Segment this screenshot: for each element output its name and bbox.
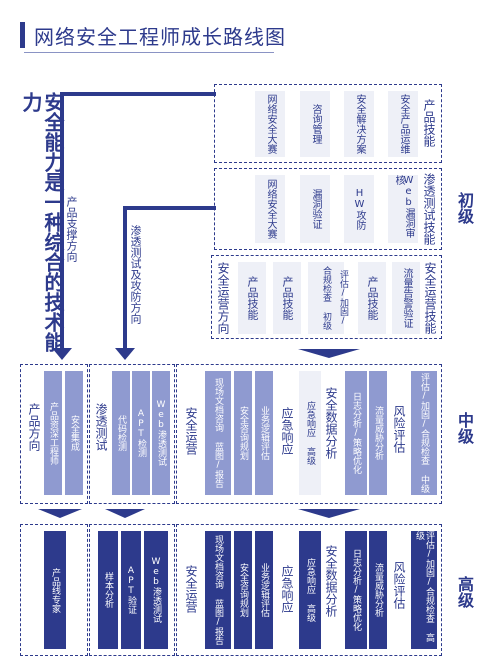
mid-ops-item-2: 业务逻辑评估 xyxy=(255,371,273,495)
mid-pentest-item-1: APT检测 xyxy=(132,371,150,495)
senior-pentest-item-0: 样本分析 xyxy=(98,531,118,649)
senior-pentest-item-1: APT验证 xyxy=(121,531,141,649)
level-senior: 高级 xyxy=(455,576,474,608)
junior-r3-item-1: 产品技能 xyxy=(273,262,301,334)
senior-pentest-section: 样本分析 APT验证 Web渗透测试 xyxy=(89,524,175,656)
junior-r2-item-0: 网络安全大赛 xyxy=(255,175,285,243)
junior-r2-item-3: Web漏洞审核 xyxy=(388,175,418,243)
junior-r1-item-0: 网络安全大赛 xyxy=(255,91,285,157)
arrow-mid-product xyxy=(38,509,82,518)
junior-r1-item-3: 安全产品运维 xyxy=(388,91,418,157)
mid-product-item-0: 产品资深工程师 xyxy=(44,371,62,495)
senior-risk-label: 风险评估 xyxy=(392,561,406,609)
arrow-mid-pentest xyxy=(105,509,145,518)
junior-r3-item-5: 流量告警验证 xyxy=(392,262,420,334)
mid-emergency-label: 应急响应 xyxy=(280,407,294,455)
mid-pentest-section: 渗透测试 代码检测 APT检测 Web渗透测试 xyxy=(89,364,175,504)
arrow-junior-to-mid xyxy=(298,349,360,358)
level-mid: 中级 xyxy=(455,412,474,444)
senior-pentest-item-2: Web渗透测试 xyxy=(144,531,168,649)
senior-ops-item-0: 现场文档咨询 蓝图/报告 xyxy=(205,531,231,649)
mid-emergency-item-0: 应急响应 高级 xyxy=(299,371,321,495)
junior-r1-item-1: 咨询管理 xyxy=(300,91,330,157)
mid-product-item-1: 安全集成 xyxy=(65,371,83,495)
mid-ops-item-1: 安全咨询规划 xyxy=(234,371,252,495)
page-title: 网络安全工程师成长路线图 xyxy=(34,25,286,49)
junior-r1-item-2: 安全解决方案 xyxy=(344,91,374,157)
junior-r3-item-3: 评估/加固/ xyxy=(338,270,348,326)
level-junior: 初级 xyxy=(455,192,474,224)
arrow-head-product xyxy=(52,348,72,360)
arrow-mid-to-senior xyxy=(298,509,360,518)
senior-ops-item-2: 业务逻辑评估 xyxy=(255,531,273,649)
junior-r3-label-left: 安全运营方向 xyxy=(216,262,230,334)
senior-risk-item-0: 评估/加固/合规检查 高级 xyxy=(411,531,437,649)
junior-r3-item-0: 产品技能 xyxy=(238,262,266,334)
junior-r2-item-1: 漏洞验证 xyxy=(300,175,330,243)
mid-data-label: 安全数据分析 xyxy=(324,387,338,459)
mid-ops-section: 安全运营 现场文档咨询 蓝图/报告 安全咨询规划 业务逻辑评估 应急响应 应急响… xyxy=(176,364,442,504)
mid-pentest-item-0: 代码检测 xyxy=(112,371,130,495)
junior-r2-item-2: HW攻防 xyxy=(344,175,374,243)
title-accent-bar xyxy=(20,22,25,48)
senior-data-item-1: 流量威胁分析 xyxy=(369,531,387,649)
junior-r3-item-4: 产品技能 xyxy=(358,262,386,334)
senior-product-section: 产品线专家 xyxy=(20,524,88,656)
junior-r3-label-right: 安全运营技能 xyxy=(423,262,437,334)
mid-data-item-1: 流量威胁分析 xyxy=(369,371,387,495)
senior-emergency-item-0: 应急响应 高级 xyxy=(299,531,321,649)
mid-ops-label: 安全运营 xyxy=(184,407,198,455)
direction-product-label: 产品支撑方向 xyxy=(65,196,78,262)
arrow-head-pentest xyxy=(115,348,135,360)
mid-ops-item-0: 现场文档咨询 蓝图/报告 xyxy=(205,371,231,495)
direction-pentest-label: 渗透测试及攻防方向 xyxy=(129,225,142,324)
senior-ops-section: 安全运营 现场文档咨询 蓝图/报告 安全咨询规划 业务逻辑评估 应急响应 应急响… xyxy=(176,524,442,656)
junior-product-section: 网络安全大赛 咨询管理 安全解决方案 安全产品运维 产品技能 xyxy=(214,84,442,163)
junior-ops-section: 安全运营方向 产品技能 产品技能 合规检查 初级 评估/加固/ 产品技能 流量告… xyxy=(211,255,442,339)
mid-pentest-label: 渗透测试 xyxy=(94,403,108,451)
left-banner: 安全能力是一种综合的技术能力 xyxy=(19,92,65,352)
senior-data-item-0: 日志分析/策略优化 xyxy=(345,531,367,649)
senior-emergency-label: 应急响应 xyxy=(280,565,294,613)
junior-r2-label: 渗透测试技能 xyxy=(422,173,436,245)
mid-risk-item-0: 评估/加固/合规检查 中级 xyxy=(411,371,437,495)
mid-data-item-0: 日志分析/策略优化 xyxy=(345,371,367,495)
title-underline xyxy=(24,52,274,53)
mid-pentest-item-2: Web渗透测试 xyxy=(152,371,170,495)
junior-r1-label: 产品技能 xyxy=(422,99,436,147)
senior-data-label: 安全数据分析 xyxy=(324,545,338,617)
mid-product-label: 产品方向 xyxy=(27,403,41,451)
senior-product-item-0: 产品线专家 xyxy=(44,531,66,649)
senior-ops-item-1: 安全咨询规划 xyxy=(234,531,252,649)
mid-risk-label: 风险评估 xyxy=(392,405,406,453)
junior-pentest-section: 网络安全大赛 漏洞验证 HW攻防 Web漏洞审核 渗透测试技能 xyxy=(214,168,442,250)
junior-r3-item-2: 合规检查 初级 xyxy=(308,262,344,334)
senior-ops-label: 安全运营 xyxy=(184,565,198,613)
mid-product-section: 产品方向 产品资深工程师 安全集成 xyxy=(20,364,88,504)
